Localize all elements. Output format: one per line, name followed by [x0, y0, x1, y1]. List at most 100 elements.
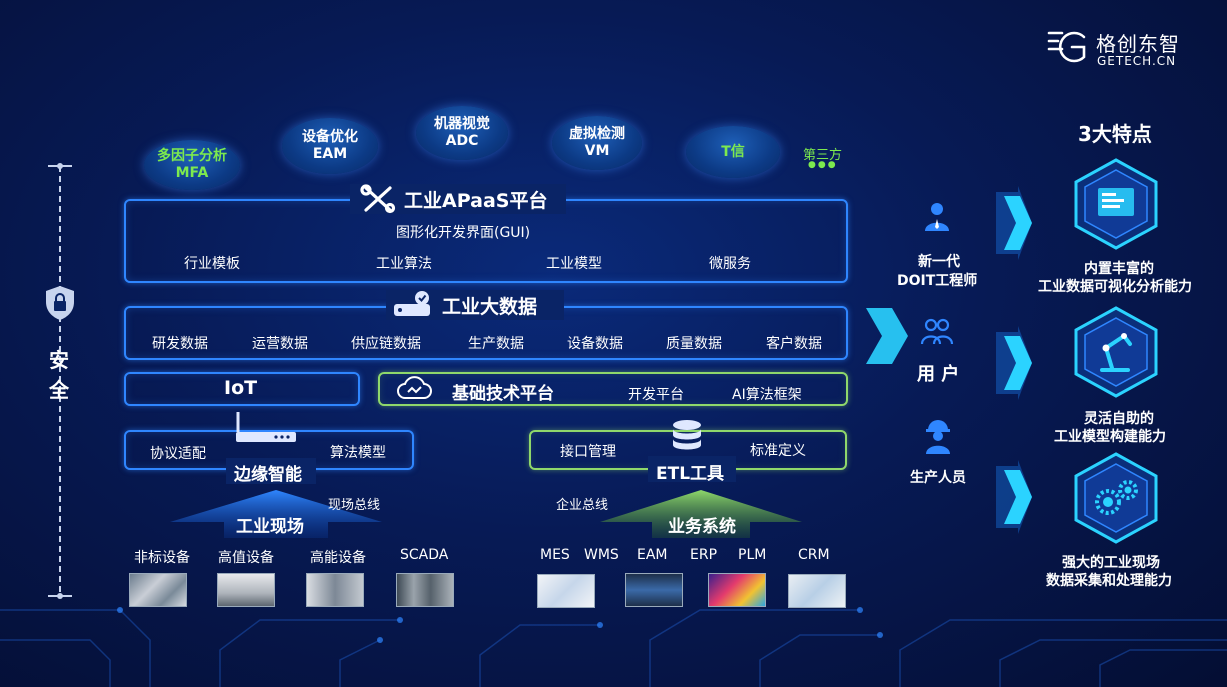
field-thumb-high-energy [306, 573, 364, 607]
worker-helmet-icon [926, 420, 950, 454]
apaas-gui: 图形化开发界面(GUI) [396, 225, 531, 241]
app-bubble-mfa[interactable]: 多因子分析 MFA [144, 140, 240, 190]
chevron-right-icon [996, 460, 1032, 534]
third-party-dots: ●●● [808, 160, 838, 170]
feature-3-line2: 数据采集和处理能力 [1046, 573, 1172, 589]
biz-thumb-mes [537, 574, 595, 608]
users-group-icon [920, 318, 954, 345]
app-mfa-line2: MFA [175, 165, 209, 181]
biz-item-crm: CRM [798, 547, 830, 563]
iot-box [124, 372, 360, 406]
app-bubble-adc[interactable]: 机器视觉 ADC [416, 106, 508, 160]
biz-thumb-eam [625, 573, 683, 607]
user-production-label: 生产人员 [910, 470, 966, 486]
robot-arm-hex-icon [1074, 306, 1158, 398]
app-vm-line2: VM [584, 143, 610, 159]
bigdata-item-production: 生产数据 [468, 336, 524, 352]
features-title: 3大特点 [1078, 122, 1152, 146]
edge-item-algorithm-model: 算法模型 [330, 445, 386, 461]
tools-wrench-icon [360, 184, 396, 214]
apaas-item-industrial-model: 工业模型 [546, 256, 602, 272]
feature-3-line1: 强大的工业现场 [1062, 555, 1160, 571]
chevron-right-icon [996, 186, 1032, 260]
security-label-1: 安 [49, 348, 69, 372]
app-adc-line2: ADC [445, 133, 479, 149]
etl-item-standard: 标准定义 [750, 443, 806, 459]
apaas-item-industry-template: 行业模板 [184, 256, 240, 272]
user-doit-line1: 新一代 [918, 254, 960, 270]
app-bubble-eam[interactable]: 设备优化 EAM [282, 118, 378, 174]
biz-title: 业务系统 [668, 517, 736, 537]
server-icon [394, 291, 430, 316]
visualization-hex-icon [1074, 158, 1158, 250]
biz-item-mes: MES [540, 547, 570, 563]
biz-thumb-crm [788, 574, 846, 608]
base-item-dev-platform: 开发平台 [628, 387, 684, 403]
gears-hex-icon [1074, 452, 1158, 544]
user-doit-line2: DOIT工程师 [897, 273, 978, 289]
feature-2-line1: 灵活自助的 [1084, 411, 1154, 427]
iot-label: IoT [224, 377, 258, 399]
bigdata-item-customer: 客户数据 [766, 336, 822, 352]
router-icon [236, 412, 296, 442]
edge-title: 边缘智能 [234, 465, 302, 485]
apaas-title: 工业APaaS平台 [404, 190, 548, 212]
biz-bus-label: 企业总线 [556, 498, 609, 513]
user-user-label: 用 户 [917, 364, 960, 385]
biz-thumb-plm [708, 573, 766, 607]
etl-title-mask [648, 456, 736, 482]
app-adc-line1: 机器视觉 [434, 116, 490, 132]
bigdata-item-quality: 质量数据 [666, 336, 722, 352]
bigdata-item-supply-chain: 供应链数据 [351, 336, 421, 352]
base-platform-box [378, 372, 848, 406]
field-item-scada: SCADA [400, 547, 449, 563]
security-label-2: 全 [49, 378, 69, 402]
big-chevron-arrow [866, 308, 908, 364]
field-thumb-scada [396, 573, 454, 607]
brand-logo-icon [1047, 31, 1086, 63]
biz-item-wms: WMS [584, 547, 619, 563]
etl-title: ETL工具 [656, 464, 725, 484]
brand-name: 格创东智 [1096, 32, 1180, 56]
edge-title-mask [226, 458, 316, 484]
edge-item-protocol: 协议适配 [150, 446, 206, 462]
field-thumb-high-value [217, 573, 275, 607]
feature-1-line2: 工业数据可视化分析能力 [1038, 279, 1192, 295]
biz-item-erp: ERP [690, 547, 718, 563]
field-item-nonstandard: 非标设备 [134, 550, 190, 566]
chevron-right-icon [996, 326, 1032, 400]
app-t-line1: T信 [721, 143, 745, 160]
field-up-arrow [170, 490, 382, 538]
app-mfa-line1: 多因子分析 [157, 148, 227, 164]
app-bubble-vm[interactable]: 虚拟检测 VM [552, 116, 642, 170]
app-eam-line1: 设备优化 [302, 129, 358, 145]
bigdata-item-rd: 研发数据 [152, 336, 208, 352]
third-party-label: 第三方 [803, 148, 843, 163]
bigdata-title: 工业大数据 [442, 296, 538, 318]
field-item-high-value: 高值设备 [218, 550, 274, 566]
field-title: 工业现场 [236, 517, 304, 537]
security-bar [48, 163, 72, 599]
biz-item-plm: PLM [738, 547, 767, 563]
base-platform-title: 基础技术平台 [452, 384, 554, 404]
apaas-item-microservice: 微服务 [709, 256, 751, 272]
feature-1-line1: 内置丰富的 [1084, 261, 1154, 277]
engineer-person-icon [925, 203, 949, 231]
base-item-ai-framework: AI算法框架 [732, 387, 802, 403]
shield-lock-icon [46, 286, 74, 320]
cloud-icon [397, 376, 432, 399]
field-bus-label: 现场总线 [328, 498, 381, 513]
app-eam-line2: EAM [312, 146, 348, 162]
bigdata-item-equipment: 设备数据 [567, 336, 623, 352]
biz-up-arrow [600, 490, 802, 538]
field-item-high-energy: 高能设备 [310, 550, 366, 566]
etl-item-interface: 接口管理 [560, 444, 616, 460]
app-vm-line1: 虚拟检测 [569, 126, 625, 142]
brand-domain: GETECH.CN [1097, 54, 1177, 68]
bigdata-item-operation: 运营数据 [252, 336, 308, 352]
feature-2-line2: 工业模型构建能力 [1054, 429, 1166, 445]
field-thumb-nonstandard [129, 573, 187, 607]
app-bubble-t[interactable]: T信 [686, 126, 780, 178]
biz-item-eam: EAM [637, 547, 668, 563]
